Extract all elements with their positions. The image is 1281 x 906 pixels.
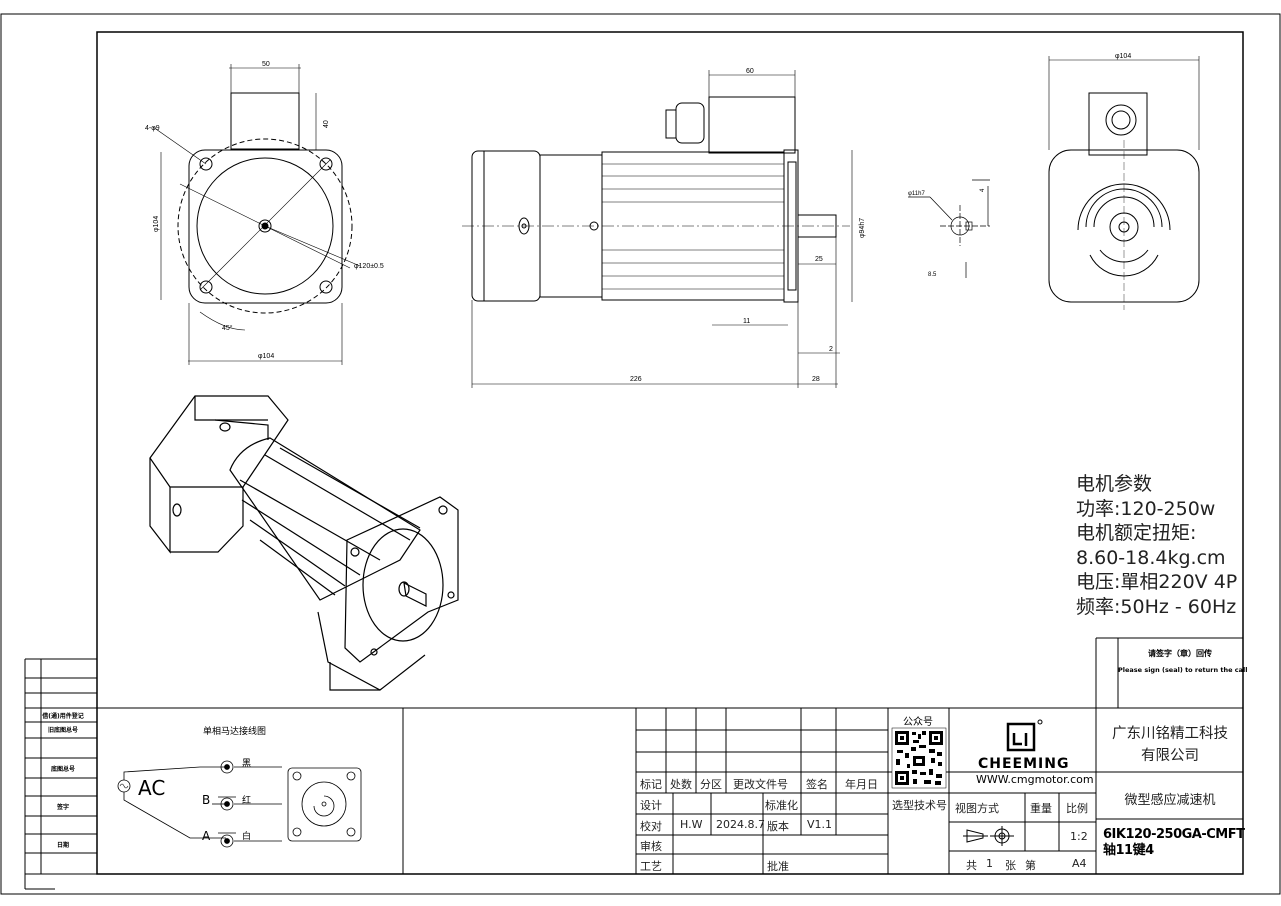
version: V1.1 — [807, 818, 833, 831]
sheet-no-label: 第 — [1025, 859, 1036, 872]
dim-11: 11 — [743, 318, 750, 325]
dim-depth: 8.5 — [928, 272, 937, 278]
dim-holes: 4-φ9 — [145, 125, 160, 132]
model-line-2: 轴11键4 — [1103, 843, 1154, 858]
left-label-5: 日期 — [56, 842, 69, 849]
dim-28: 28 — [812, 376, 820, 383]
dim-25: 25 — [815, 256, 823, 263]
brand-logo — [1006, 719, 1043, 752]
checker: H.W — [680, 818, 703, 831]
wiring-title: 单相马达接线图 — [203, 727, 267, 737]
iso-motor — [149, 395, 459, 691]
outer-border — [0, 13, 1281, 895]
hdr-count: 处数 — [670, 778, 692, 791]
params-freq: 频率:50Hz - 60Hz — [1076, 595, 1237, 618]
sheets-label: 张 — [1005, 859, 1016, 872]
qr-code — [891, 727, 947, 789]
row-design: 设计 — [640, 799, 662, 812]
dim-40: 40 — [323, 120, 330, 128]
params-torque-label: 电机额定扭矩: — [1076, 522, 1197, 545]
row-check: 校对 — [640, 820, 662, 833]
qr-label: 公众号 — [903, 717, 933, 728]
dim-shaft-dia-label: φ11h7 — [908, 191, 925, 197]
brand-url: WWW.cmgmotor.com — [976, 773, 1094, 786]
dim-shaft-dia: φ94h7 — [859, 218, 866, 238]
left-label-3: 底图总号 — [50, 766, 75, 773]
sign-cn: 请签字（章）回传 — [1148, 649, 1212, 658]
row-review: 审核 — [640, 840, 662, 853]
terminal-a: A — [202, 829, 211, 843]
paper-size: A4 — [1072, 857, 1087, 870]
left-label-1: 借(通)用件登记 — [42, 713, 84, 720]
company-line-2: 有限公司 — [1141, 748, 1199, 764]
row-approve: 批准 — [767, 860, 789, 873]
hdr-mark: 标记 — [640, 778, 662, 791]
dim-front-top: 50 — [262, 61, 270, 68]
shaft-section — [908, 179, 990, 278]
hdr-date: 年月日 — [845, 778, 878, 791]
version-label: 版本 — [767, 820, 789, 833]
terminal-b: B — [202, 793, 211, 807]
product-name: 微型感应减速机 — [1124, 793, 1216, 808]
total-value: 1 — [986, 857, 993, 870]
dim-bottom-104: φ104 — [258, 353, 274, 360]
wiring-diagram — [117, 760, 362, 848]
dim-rear-104: φ104 — [1115, 53, 1131, 60]
side-view — [462, 70, 853, 388]
scale-value: 1:2 — [1070, 830, 1088, 843]
dim-2: 2 — [829, 346, 833, 353]
model-number: 6IK120-250GA-CMFT 轴11键4 — [1103, 827, 1245, 859]
wire-red: 红 — [242, 796, 252, 806]
dim-angle: 45° — [222, 324, 233, 332]
scale-label: 比例 — [1066, 802, 1088, 815]
params-voltage: 电压:單相220V 4P — [1076, 571, 1238, 594]
inner-border — [96, 31, 1244, 875]
brand-name: CHEEMING — [978, 756, 1070, 772]
hdr-doc: 更改文件号 — [733, 778, 788, 791]
check-date: 2024.8.7 — [716, 818, 765, 831]
wire-white: 白 — [242, 832, 252, 842]
row-process: 工艺 — [640, 860, 662, 873]
params-power: 功率:120-250w — [1076, 497, 1216, 520]
dim-side-60: 60 — [746, 68, 754, 75]
dim-left-104: φ104 — [153, 216, 160, 232]
dim-circle: φ120±0.5 — [354, 263, 384, 270]
dim-226: 226 — [630, 376, 642, 383]
projection-symbol — [963, 826, 1014, 846]
params-title: 电机参数 — [1076, 473, 1153, 495]
wire-black: 黑 — [242, 759, 252, 769]
dim-key: 4 — [980, 188, 986, 192]
hdr-sign: 签名 — [806, 778, 828, 791]
sign-en: Please sign (seal) to return the call — [1118, 666, 1248, 674]
hdr-zone: 分区 — [700, 778, 722, 791]
motor-params: 电机参数 功率:120-250w 电机额定扭矩: 8.60-18.4kg.cm … — [1076, 472, 1237, 620]
ac-label: AC — [138, 776, 166, 800]
params-torque: 8.60-18.4kg.cm — [1076, 546, 1226, 569]
view-label: 视图方式 — [955, 802, 999, 815]
row-standard: 标准化 — [765, 799, 798, 812]
select-tech: 选型技术号 — [892, 799, 947, 812]
weight-label: 重量 — [1030, 802, 1052, 815]
front-view — [152, 64, 361, 365]
company-name: 广东川铭精工科技 有限公司 — [1100, 723, 1240, 767]
left-label-4: 签字 — [56, 804, 69, 811]
total-label: 共 — [966, 859, 977, 872]
rear-view — [1048, 56, 1200, 310]
model-line-1: 6IK120-250GA-CMFT — [1103, 827, 1245, 842]
company-line-1: 广东川铭精工科技 — [1112, 726, 1228, 742]
left-label-2: 旧底图总号 — [47, 727, 78, 734]
